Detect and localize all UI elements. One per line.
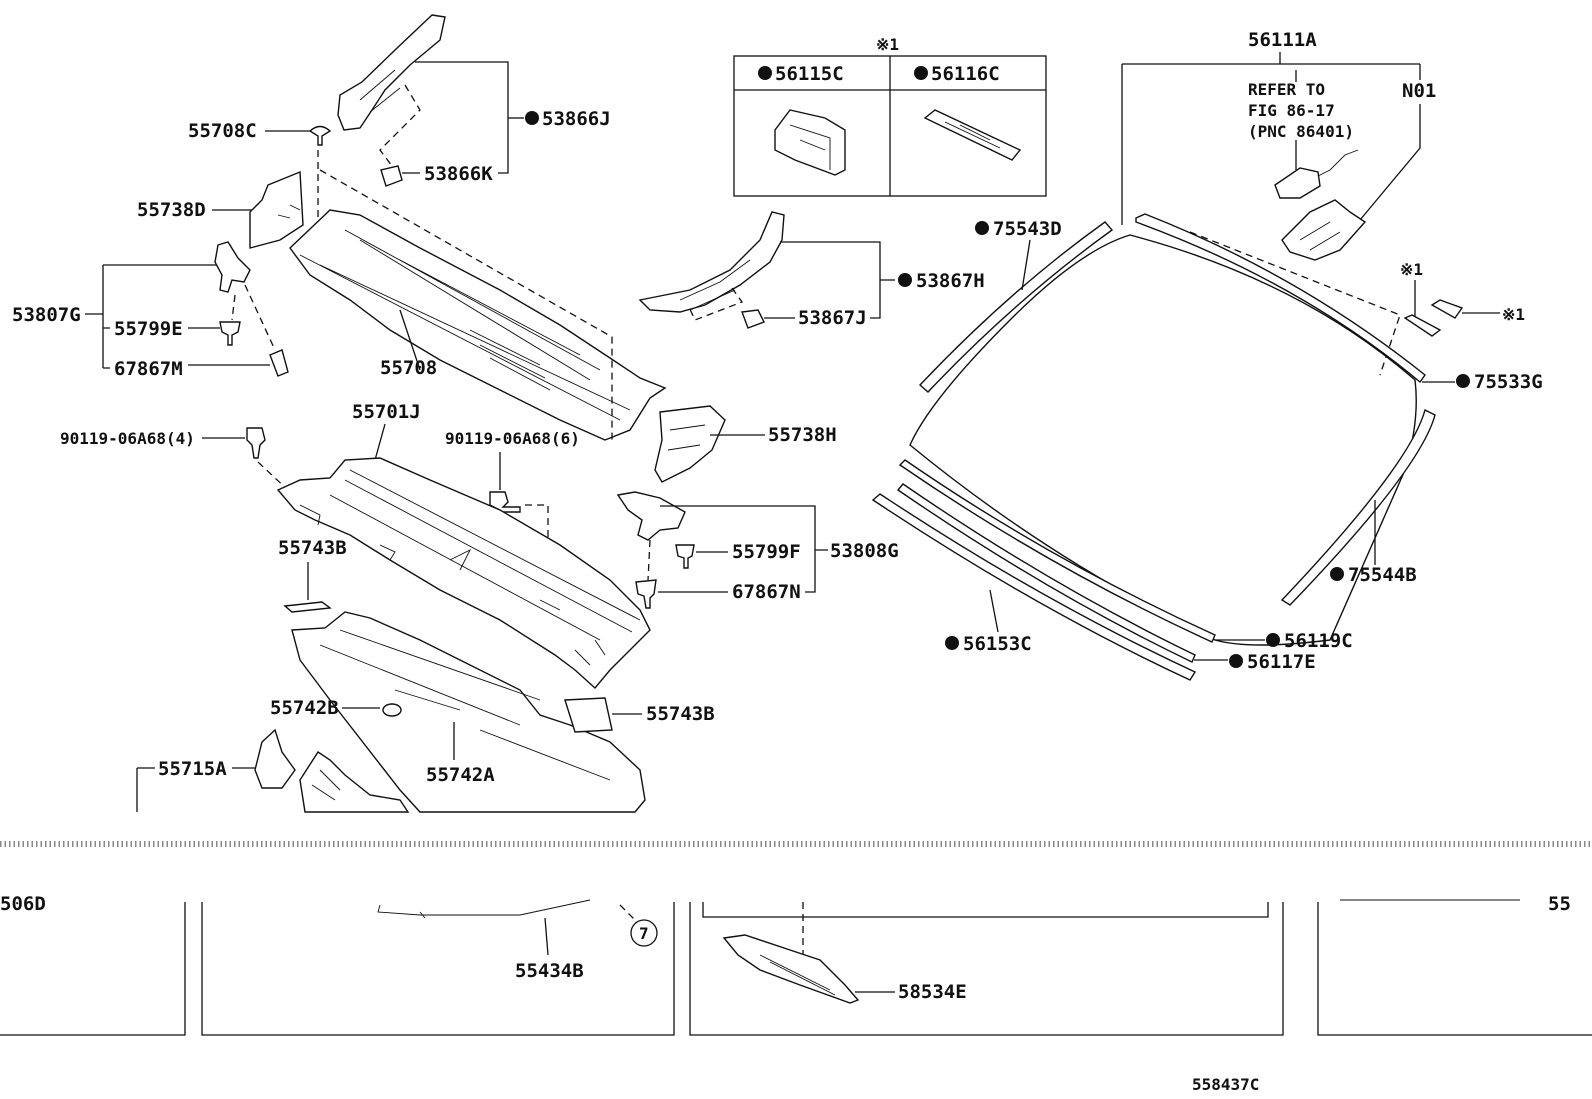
lower-strip: 506D 55434B 7 58534E 55 558437C: [0, 893, 1592, 1094]
part-55742-group: 55743B 55742B 55743B 55742A: [270, 537, 715, 813]
label-55701J: 55701J: [352, 401, 421, 423]
label-67867N: 67867N: [732, 581, 801, 603]
molding-75543D: [918, 221, 1114, 393]
molding-75533G: [1135, 213, 1426, 384]
molding-56153C: [871, 493, 1197, 681]
clip-67867N: [635, 579, 657, 609]
bracket-55715A: [254, 728, 296, 789]
label-N01: N01: [1402, 80, 1436, 102]
bracket-N01: [1281, 199, 1367, 261]
part-55708C-group: 55708C: [188, 120, 332, 255]
side-panel-55738H: [654, 405, 726, 483]
hinge-53807G: [214, 241, 251, 293]
grommet-55742B: [382, 703, 402, 717]
footer-code: 558437C: [1192, 1075, 1259, 1094]
label-506D: 506D: [0, 893, 46, 915]
label-58534E: 58534E: [898, 981, 967, 1003]
label-55-right: 55: [1548, 893, 1571, 915]
label-56115C: 56115C: [775, 63, 844, 85]
cowl-panel-55701J: [276, 457, 651, 690]
label-56153C: 56153C: [963, 633, 1032, 655]
clip-55708C: [308, 125, 332, 146]
bolt-90119-4: [246, 427, 266, 459]
label-55742A: 55742A: [426, 764, 495, 786]
dam-56119C: [898, 459, 1216, 643]
label-55434B: 55434B: [515, 960, 584, 982]
label-53866J: 53866J: [542, 108, 611, 130]
part-55738H-group: 55738H: [654, 405, 837, 483]
side-panel-55738D: [249, 170, 304, 249]
spacer-note1: [1403, 314, 1442, 337]
label-56111A: 56111A: [1248, 29, 1317, 51]
label-55715A: 55715A: [158, 758, 227, 780]
label-75533G: 75533G: [1474, 371, 1543, 393]
label-90119-4: 90119-06A68(4): [60, 429, 195, 448]
label-67867M: 67867M: [114, 358, 183, 380]
label-75544B: 75544B: [1348, 564, 1417, 586]
label-90119-6: 90119-06A68(6): [445, 429, 580, 448]
clip-53867J: [741, 309, 765, 329]
label-55708: 55708: [380, 357, 437, 379]
label-75543D: 75543D: [993, 218, 1062, 240]
label-56117E: 56117E: [1247, 651, 1316, 673]
part-53867H-group: 53867H 53867J: [638, 211, 985, 329]
label-55743B-a: 55743B: [278, 537, 347, 559]
note-r1: ※1: [1400, 260, 1423, 279]
part-55708-group: 55708: [289, 169, 667, 441]
label-53807G: 53807G: [12, 304, 81, 326]
label-56119C: 56119C: [1284, 630, 1353, 652]
label-55738H: 55738H: [768, 424, 837, 446]
label-55738D: 55738D: [137, 199, 206, 221]
lower-panel-55742A: [291, 611, 646, 813]
part-53807G-group: 53807G 55799E 67867M: [12, 241, 289, 380]
table-56115C-56116C: ※1 56115C 56116C: [733, 35, 1047, 197]
marker-dot: [525, 111, 539, 125]
clip-53866K: [380, 165, 403, 187]
part-53808G-group: 53808G 55799F 67867N: [616, 491, 899, 609]
label-53808G: 53808G: [830, 540, 899, 562]
label-53867H: 53867H: [916, 270, 985, 292]
clip-56115C: [774, 109, 846, 176]
part-55738D-group: 55738D: [137, 170, 304, 249]
callout-7: 7: [639, 924, 649, 943]
bracket-lower: [299, 751, 410, 813]
label-56116C: 56116C: [931, 63, 1000, 85]
cowl-louver-55708: [289, 209, 667, 441]
label-55743B-b: 55743B: [646, 703, 715, 725]
cover-58534E: [722, 934, 860, 1004]
pad-55743B-b: [564, 697, 613, 733]
refer-line3: (PNC 86401): [1248, 122, 1354, 141]
label-53866K: 53866K: [424, 163, 493, 185]
refer-line2: FIG 86-17: [1248, 101, 1335, 120]
clip-67867M: [269, 349, 289, 377]
clip-55799F: [675, 544, 695, 569]
part-53866J-group: 53866J 53866K: [337, 14, 611, 187]
cowl-side-cover-right: [638, 211, 785, 313]
sensor-86401: [1274, 167, 1321, 199]
label-53867J: 53867J: [798, 307, 867, 329]
callout-circle-7: [630, 919, 658, 947]
label-55708C: 55708C: [188, 120, 257, 142]
clip-note1: [1430, 299, 1464, 319]
windshield-glass: [909, 234, 1417, 646]
note-r2: ※1: [1502, 305, 1525, 324]
refer-line1: REFER TO: [1248, 80, 1325, 99]
label-55799F: 55799F: [732, 541, 801, 563]
note-top: ※1: [876, 35, 899, 54]
hinge-53808G: [616, 491, 686, 541]
molding-75544B: [1280, 408, 1436, 606]
label-55799E: 55799E: [114, 318, 183, 340]
part-55701J-group: 55701J 90119-06A68(4) 90119-06A68(6): [60, 401, 651, 690]
seal-56117E: [896, 483, 1196, 663]
windshield-group: 56111A REFER TO FIG 86-17 (PNC 86401) N0…: [871, 29, 1543, 681]
part-55715A-group: 55715A: [136, 728, 410, 813]
clip-55799E: [219, 321, 241, 346]
pad-55743B-a: [283, 601, 332, 613]
label-55742B: 55742B: [270, 697, 339, 719]
